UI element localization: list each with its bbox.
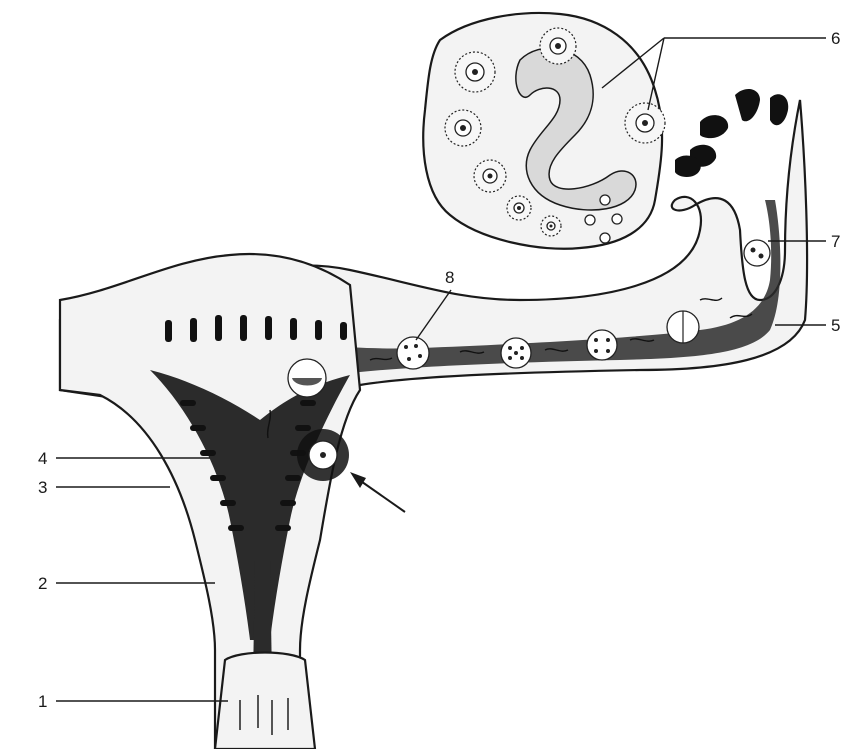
embryo-8-cell xyxy=(501,338,531,368)
callout-3: 3 xyxy=(38,478,170,497)
blastocyst xyxy=(288,359,326,397)
follicle xyxy=(445,110,481,146)
ovary xyxy=(423,13,665,249)
fimbriae xyxy=(675,89,788,177)
svg-text:5: 5 xyxy=(831,316,840,335)
svg-text:3: 3 xyxy=(38,478,47,497)
svg-text:4: 4 xyxy=(38,449,47,468)
embryo-4-cell xyxy=(587,330,617,360)
implantation-arrow xyxy=(350,472,405,512)
implanting-blastocyst xyxy=(297,429,349,481)
morula xyxy=(397,337,429,369)
zygote-2-cell xyxy=(667,311,699,343)
svg-text:2: 2 xyxy=(38,574,47,593)
follicle xyxy=(474,160,506,192)
follicle xyxy=(455,52,495,92)
svg-text:8: 8 xyxy=(445,268,454,287)
mature-follicle xyxy=(625,103,665,143)
svg-text:7: 7 xyxy=(831,232,840,251)
follicle xyxy=(540,28,576,64)
uterus xyxy=(60,254,360,749)
svg-text:1: 1 xyxy=(38,692,47,711)
svg-text:6: 6 xyxy=(831,29,840,48)
follicle xyxy=(507,196,531,220)
fertilization-stage xyxy=(744,240,770,266)
follicle xyxy=(541,216,561,236)
callout-2: 2 xyxy=(38,574,215,593)
vagina xyxy=(215,653,315,749)
callout-1: 1 xyxy=(38,692,228,711)
